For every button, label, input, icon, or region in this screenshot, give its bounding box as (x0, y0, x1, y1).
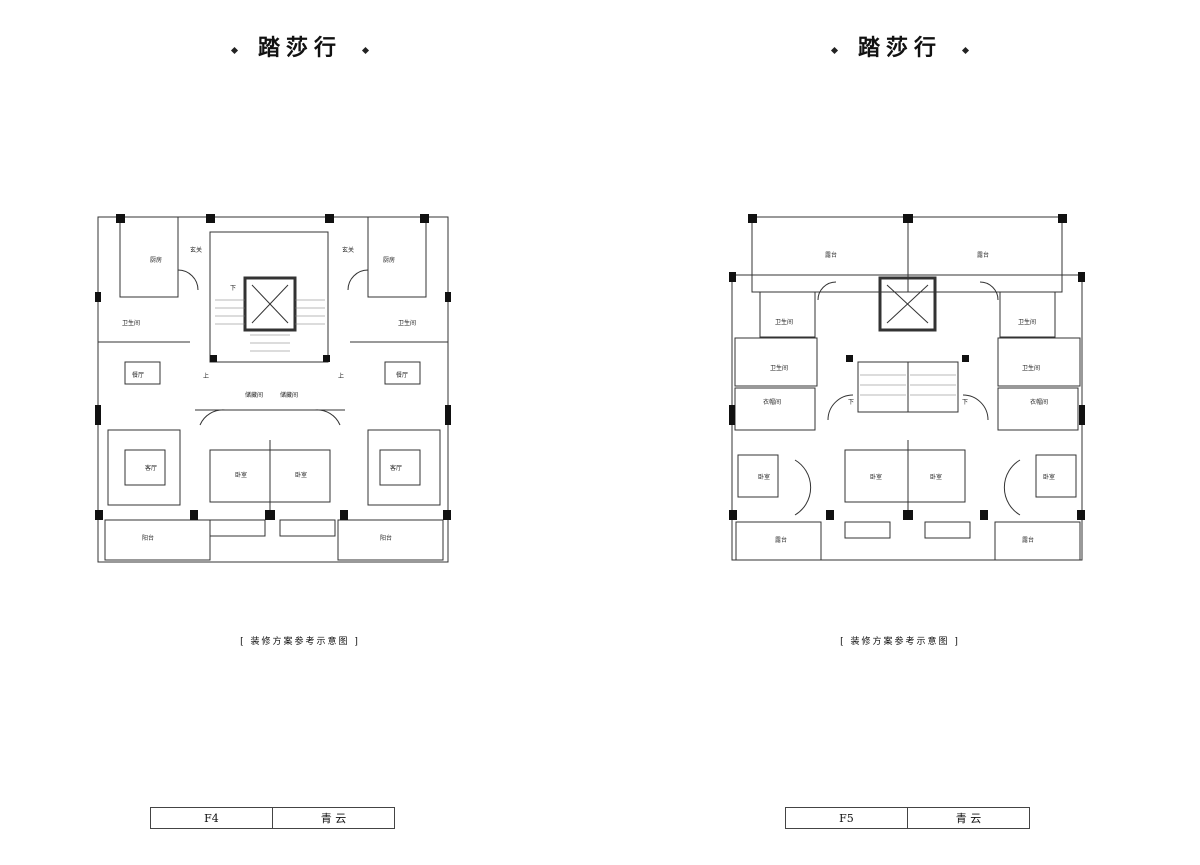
stair-label-down-left: 下 (848, 399, 854, 406)
room-label-bedroom-left: 卧室 (235, 471, 247, 479)
title-block: 踏莎行 (0, 30, 600, 62)
room-label-balcony-left: 阳台 (142, 534, 154, 542)
room-label-storage-right: 储藏间 (280, 391, 298, 399)
room-label-bathroom-left: 卫生间 (770, 364, 788, 372)
floor-label: F4 (204, 811, 219, 825)
floor-plan-f4: 厨房 厨房 玄关 玄关 卫生间 卫生间 餐厅 餐厅 储藏间 储藏间 客厅 客厅 … (95, 214, 451, 563)
footer-table: F4 青 云 (150, 807, 395, 829)
room-label-living-right: 客厅 (390, 464, 402, 472)
room-label-bathroom-left: 卫生间 (122, 319, 140, 327)
room-label-terrace-top-right: 露台 (977, 251, 989, 259)
floor-plan-panel-f5: 踏莎行 (600, 0, 1200, 865)
plan-caption: [ 装修方案参考示意图 ] (240, 637, 360, 647)
unit-name: 青 云 (272, 808, 394, 828)
room-label-kitchen-right: 厨房 (383, 256, 395, 264)
room-label-bathroom-top-right: 卫生间 (1018, 318, 1036, 326)
floor-plan-panel-f4: 踏莎行 (0, 30, 600, 829)
room-label-bathroom-right: 卫生间 (1022, 364, 1040, 372)
room-label-terrace-bottom-right: 露台 (1022, 536, 1034, 544)
room-label-bathroom-top-left: 卫生间 (775, 318, 793, 326)
room-label-cloakroom-right: 衣帽间 (1030, 398, 1048, 406)
room-label-terrace-top-left: 露台 (825, 251, 837, 259)
room-label-storage-left: 储藏间 (245, 391, 263, 399)
room-label-bedroom-right: 卧室 (295, 471, 307, 479)
floor-label: F5 (839, 811, 854, 825)
page-title: 踏莎行 (257, 35, 342, 61)
floor-plan-f5: 露台 露台 卫生间 卫生间 卫生间 卫生间 衣帽间 衣帽间 卧室 卧室 卧室 卧… (729, 214, 1085, 561)
room-label-dining-right: 餐厅 (396, 371, 408, 379)
unit-name: 青 云 (907, 808, 1029, 828)
room-label-cloakroom-left: 衣帽间 (763, 398, 781, 406)
title-block: 踏莎行 (600, 30, 1200, 62)
room-label-entrance-right: 玄关 (342, 246, 354, 254)
room-label-dining-left: 餐厅 (132, 371, 144, 379)
page-title: 踏莎行 (857, 35, 942, 61)
footer-table: F5 青 云 (785, 807, 1030, 829)
stair-label-down: 下 (230, 285, 236, 292)
room-label-bedroom-inner-left: 卧室 (870, 473, 882, 481)
room-label-entrance-left: 玄关 (190, 246, 202, 254)
room-label-bedroom-outer-left: 卧室 (758, 473, 770, 481)
room-label-balcony-right: 阳台 (380, 534, 392, 542)
room-label-living-left: 客厅 (145, 464, 157, 472)
room-label-bedroom-inner-right: 卧室 (930, 473, 942, 481)
room-label-terrace-bottom-left: 露台 (775, 536, 787, 544)
stair-label-down-right: 下 (962, 399, 968, 406)
room-label-bathroom-right: 卫生间 (398, 319, 416, 327)
stair-label-up-left: 上 (203, 372, 209, 380)
room-label-bedroom-outer-right: 卧室 (1043, 473, 1055, 481)
plan-caption: [ 装修方案参考示意图 ] (840, 637, 960, 647)
room-label-kitchen-left: 厨房 (150, 256, 162, 264)
stair-label-up-right: 上 (338, 372, 344, 380)
